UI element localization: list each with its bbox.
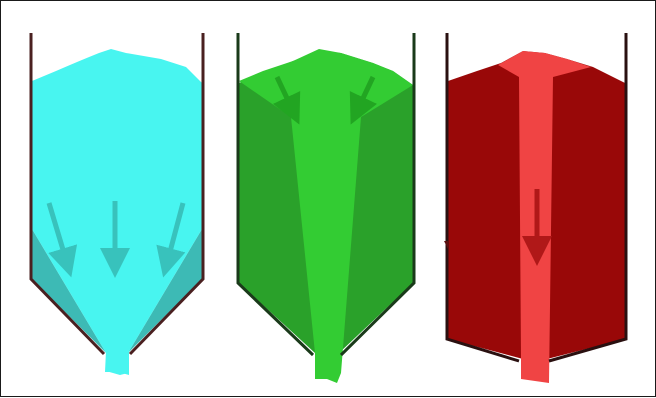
outlet-spout — [105, 351, 129, 375]
silo-panel-mass-flow — [31, 33, 203, 375]
silo-panel-funnel-flow — [238, 33, 414, 383]
silo-panel-core-flow — [444, 33, 626, 383]
